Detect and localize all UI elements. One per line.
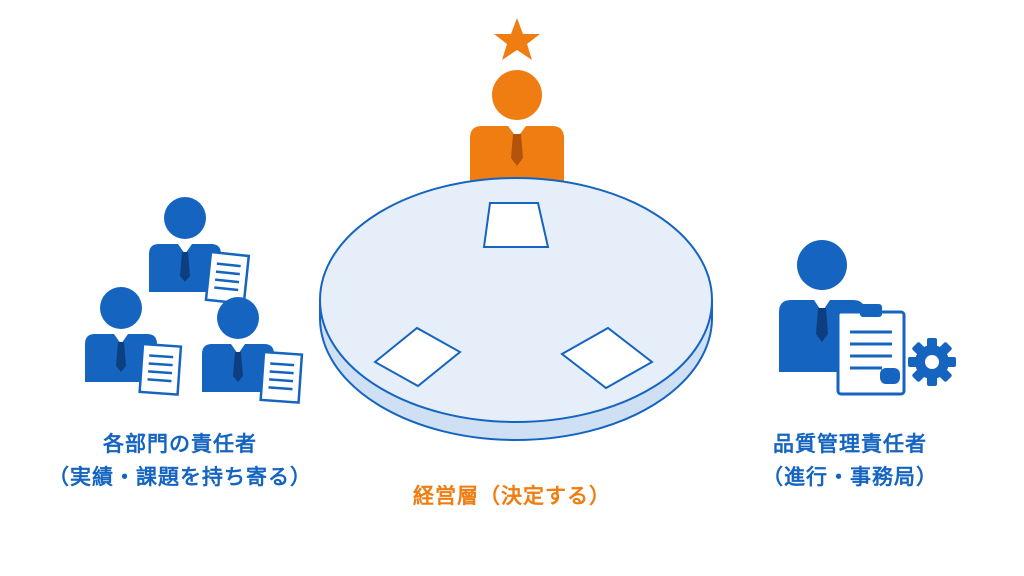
executive-person-icon [470,18,564,192]
department-managers-icon [85,197,304,404]
executives-label-line1: 経営層（決定する） [413,484,611,508]
quality-label-line1: 品質管理責任者 [773,432,927,456]
quality-label: 品質管理責任者 （進行・事務局） [720,428,980,494]
document-icon [259,350,304,404]
document-icon [204,250,251,305]
dept-person-left [85,287,183,396]
dept-person-right [202,297,304,404]
table-paper-right [560,326,654,390]
dept-person-top [149,197,251,305]
round-table [319,177,713,441]
table-paper-top [482,202,550,248]
executives-label: 経営層（決定する） [372,480,652,513]
clipboard-icon [836,304,906,396]
table-paper-left [373,326,462,388]
star-icon [494,18,540,60]
quality-manager-icon [779,240,956,396]
gear-icon [908,338,956,386]
departments-label-line1: 各部門の責任者 [103,432,257,456]
departments-label-line2: （実績・課題を持ち寄る） [48,465,312,489]
departments-label: 各部門の責任者 （実績・課題を持ち寄る） [30,428,330,494]
quality-label-line2: （進行・事務局） [762,465,938,489]
document-icon [138,342,183,396]
